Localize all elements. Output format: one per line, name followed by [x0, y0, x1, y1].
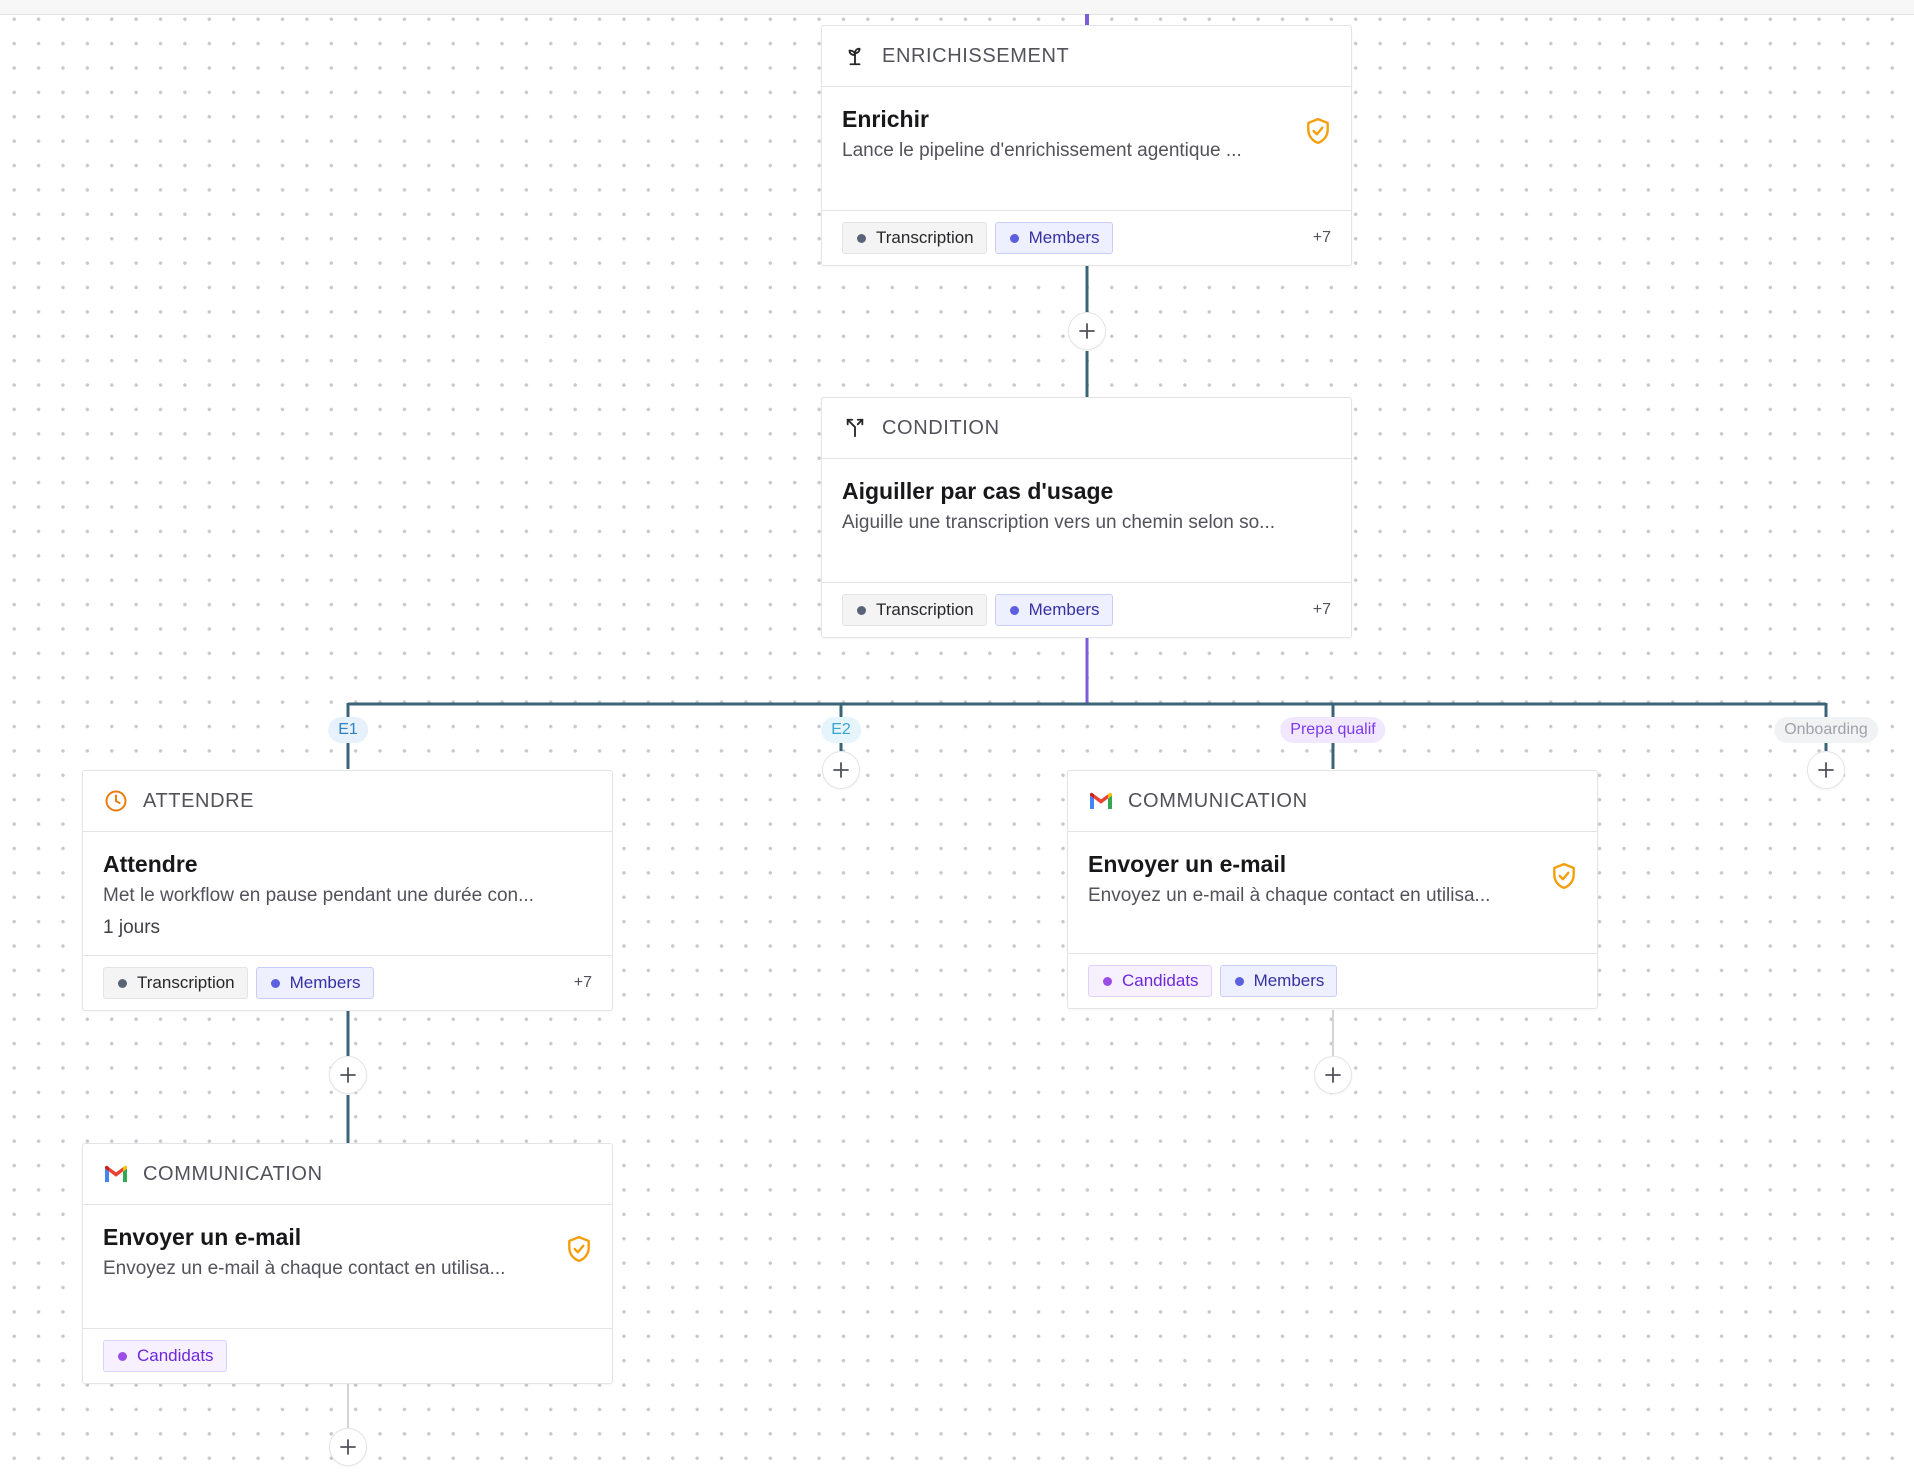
add-step-button[interactable] — [329, 1056, 367, 1094]
node-enrich[interactable]: ENRICHISSEMENT Enrichir Lance le pipelin… — [821, 25, 1352, 266]
node-condition[interactable]: CONDITION Aiguiller par cas d'usage Aigu… — [821, 397, 1352, 638]
node-footer: Transcription Members +7 — [822, 211, 1351, 265]
node-title: Envoyer un e-mail — [1088, 851, 1287, 877]
node-send-email-right[interactable]: COMMUNICATION Envoyer un e-mail Envoyez … — [1067, 770, 1598, 1009]
plus-icon — [1325, 1067, 1341, 1083]
branch-label-onboarding[interactable]: Onboarding — [1774, 717, 1878, 743]
split-arrow-icon — [842, 415, 868, 441]
tag-members[interactable]: Members — [994, 594, 1113, 626]
shield-check-icon — [568, 1235, 590, 1263]
node-type-label: ATTENDRE — [143, 789, 255, 812]
node-description: Met le workflow en pause pendant une dur… — [103, 885, 534, 906]
plus-icon — [833, 762, 849, 778]
node-footer: Transcription Members +7 — [83, 956, 612, 1010]
gmail-icon — [1088, 788, 1114, 814]
node-body: Envoyer un e-mail Envoyez un e-mail à ch… — [1068, 832, 1597, 954]
wait-duration: 1 jours — [103, 917, 161, 938]
node-type-label: ENRICHISSEMENT — [882, 44, 1070, 67]
node-description: Aiguille une transcription vers un chemi… — [842, 512, 1276, 533]
node-send-email-left[interactable]: COMMUNICATION Envoyer un e-mail Envoyez … — [82, 1143, 613, 1384]
add-step-button[interactable] — [1068, 312, 1106, 350]
node-body: Enrichir Lance le pipeline d'enrichissem… — [822, 87, 1351, 211]
tag-members[interactable]: Members — [994, 222, 1113, 254]
node-header: ATTENDRE — [83, 771, 612, 832]
gmail-icon — [103, 1161, 129, 1187]
node-title: Attendre — [103, 851, 198, 877]
node-wait[interactable]: ATTENDRE Attendre Met le workflow en pau… — [82, 770, 613, 1011]
tag-transcription[interactable]: Transcription — [103, 967, 248, 999]
node-header: COMMUNICATION — [83, 1144, 612, 1205]
node-body: Aiguiller par cas d'usage Aiguille une t… — [822, 459, 1351, 583]
node-description: Lance le pipeline d'enrichissement agent… — [842, 140, 1242, 161]
tag-members[interactable]: Members — [1219, 965, 1338, 997]
sprout-icon — [842, 43, 868, 69]
add-step-button[interactable] — [329, 1428, 367, 1466]
branch-label-e1[interactable]: E1 — [328, 717, 368, 743]
node-footer: Candidats Members — [1068, 954, 1597, 1008]
branch-label-e2[interactable]: E2 — [821, 717, 861, 743]
more-tags-count[interactable]: +7 — [1312, 229, 1331, 246]
node-type-label: COMMUNICATION — [1128, 789, 1308, 812]
tag-members[interactable]: Members — [255, 967, 374, 999]
plus-icon — [340, 1067, 356, 1083]
add-step-button-e2[interactable] — [822, 751, 860, 789]
shield-check-icon — [1553, 862, 1575, 890]
tag-candidats[interactable]: Candidats — [1088, 965, 1212, 997]
node-type-label: CONDITION — [882, 416, 1000, 439]
plus-icon — [340, 1439, 356, 1455]
shield-check-icon — [1307, 117, 1329, 145]
node-body: Envoyer un e-mail Envoyez un e-mail à ch… — [83, 1205, 612, 1329]
plus-icon — [1818, 762, 1834, 778]
more-tags-count[interactable]: +7 — [573, 974, 592, 991]
node-title: Enrichir — [842, 106, 929, 132]
node-type-label: COMMUNICATION — [143, 1162, 323, 1185]
plus-icon — [1079, 323, 1095, 339]
node-header: COMMUNICATION — [1068, 771, 1597, 832]
clock-icon — [103, 788, 129, 814]
node-body: Attendre Met le workflow en pause pendan… — [83, 832, 612, 956]
node-title: Envoyer un e-mail — [103, 1224, 302, 1250]
tag-transcription[interactable]: Transcription — [842, 594, 987, 626]
tag-transcription[interactable]: Transcription — [842, 222, 987, 254]
node-description: Envoyez un e-mail à chaque contact en ut… — [103, 1258, 506, 1279]
node-header: ENRICHISSEMENT — [822, 26, 1351, 87]
node-footer: Candidats — [83, 1329, 612, 1383]
node-title: Aiguiller par cas d'usage — [842, 478, 1114, 504]
node-description: Envoyez un e-mail à chaque contact en ut… — [1088, 885, 1491, 906]
add-step-button-onboarding[interactable] — [1807, 751, 1845, 789]
node-header: CONDITION — [822, 398, 1351, 459]
more-tags-count[interactable]: +7 — [1312, 601, 1331, 618]
branch-label-prepa-qualif[interactable]: Prepa qualif — [1280, 717, 1386, 743]
add-step-button[interactable] — [1314, 1056, 1352, 1094]
canvas-top-bar — [0, 0, 1914, 15]
tag-candidats[interactable]: Candidats — [103, 1340, 227, 1372]
node-footer: Transcription Members +7 — [822, 583, 1351, 637]
